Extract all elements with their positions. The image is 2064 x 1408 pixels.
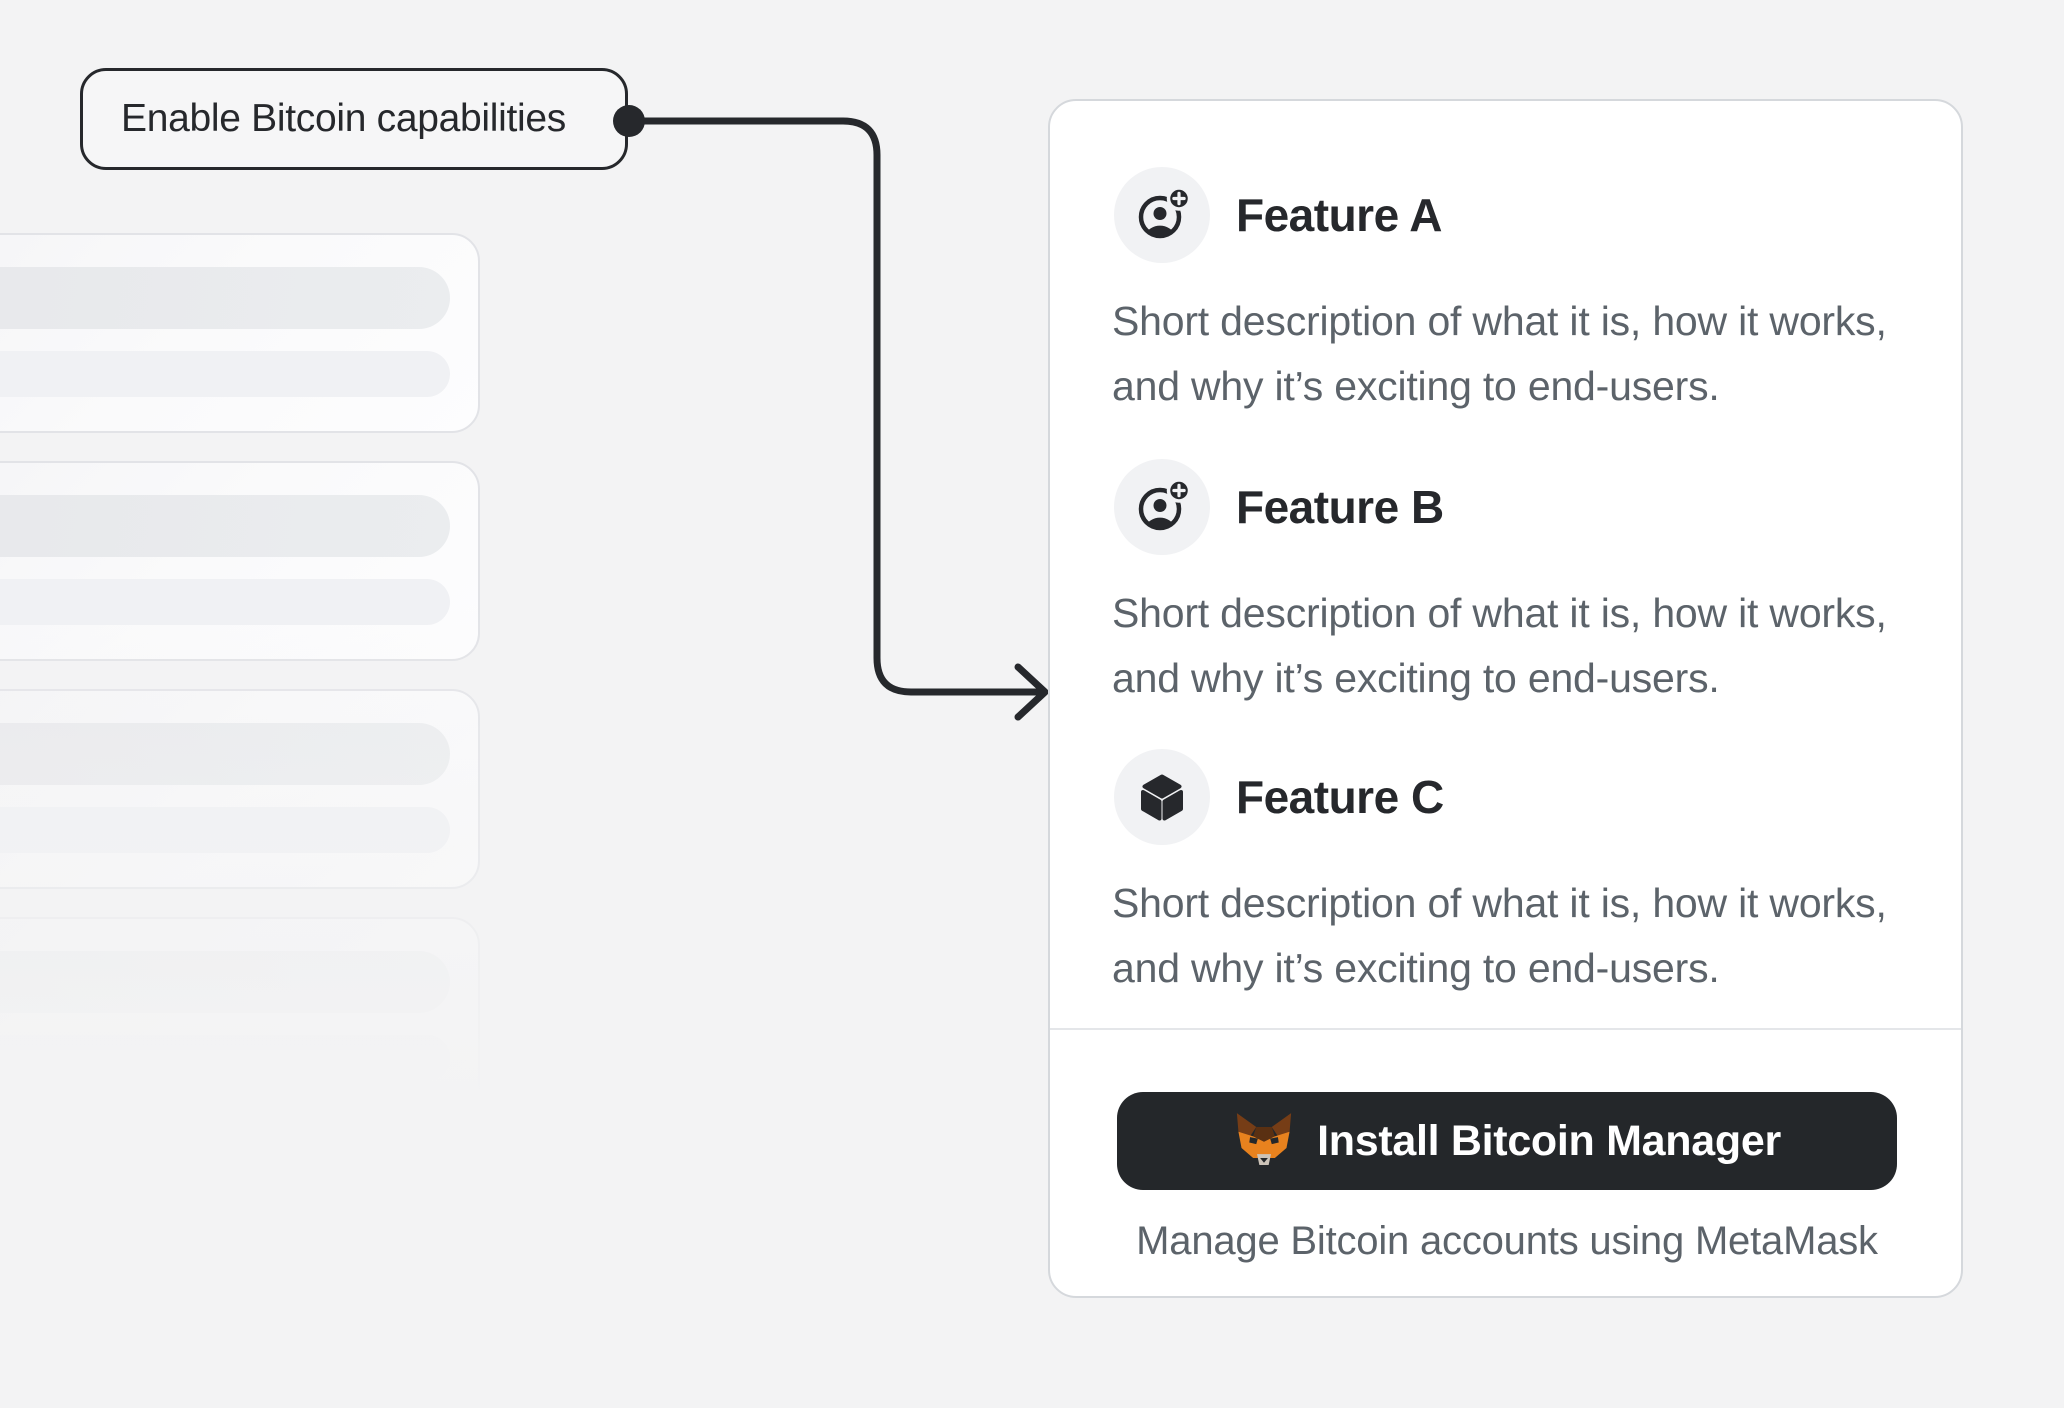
feature-a-title: Feature A — [1236, 189, 1442, 241]
feature-a-description: Short description of what it is, how it … — [1112, 298, 1887, 409]
install-bitcoin-manager-button[interactable]: Install Bitcoin Manager — [1117, 1092, 1897, 1190]
install-button-label: Install Bitcoin Manager — [1317, 1116, 1781, 1165]
skeleton-bar — [0, 267, 450, 329]
feature-b-title: Feature B — [1236, 481, 1444, 533]
feature-a-icon-badge — [1114, 167, 1210, 263]
feature-c-icon-badge — [1114, 749, 1210, 845]
feature-b-icon-badge — [1114, 459, 1210, 555]
user-add-icon — [1138, 187, 1190, 239]
feature-c-description: Short description of what it is, how it … — [1112, 880, 1887, 991]
skeleton-column — [0, 0, 620, 1408]
feature-card: Feature A Short description of what it i… — [1048, 99, 1963, 1298]
feature-c-title: Feature C — [1236, 771, 1444, 823]
skeleton-fade-overlay — [0, 600, 620, 1408]
cube-icon — [1141, 774, 1183, 821]
card-divider — [1050, 1028, 1961, 1030]
annotation-label: Enable Bitcoin capabilities — [121, 97, 567, 140]
skeleton-bar — [0, 495, 450, 557]
feature-b-description: Short description of what it is, how it … — [1112, 590, 1887, 701]
skeleton-card — [0, 233, 480, 433]
metamask-fox-icon — [1236, 1113, 1292, 1166]
cta-caption: Manage Bitcoin accounts using MetaMask — [1136, 1219, 1878, 1263]
annotation-callout: Enable Bitcoin capabilities — [80, 68, 628, 170]
skeleton-bar — [0, 351, 450, 397]
user-add-icon — [1138, 479, 1190, 531]
